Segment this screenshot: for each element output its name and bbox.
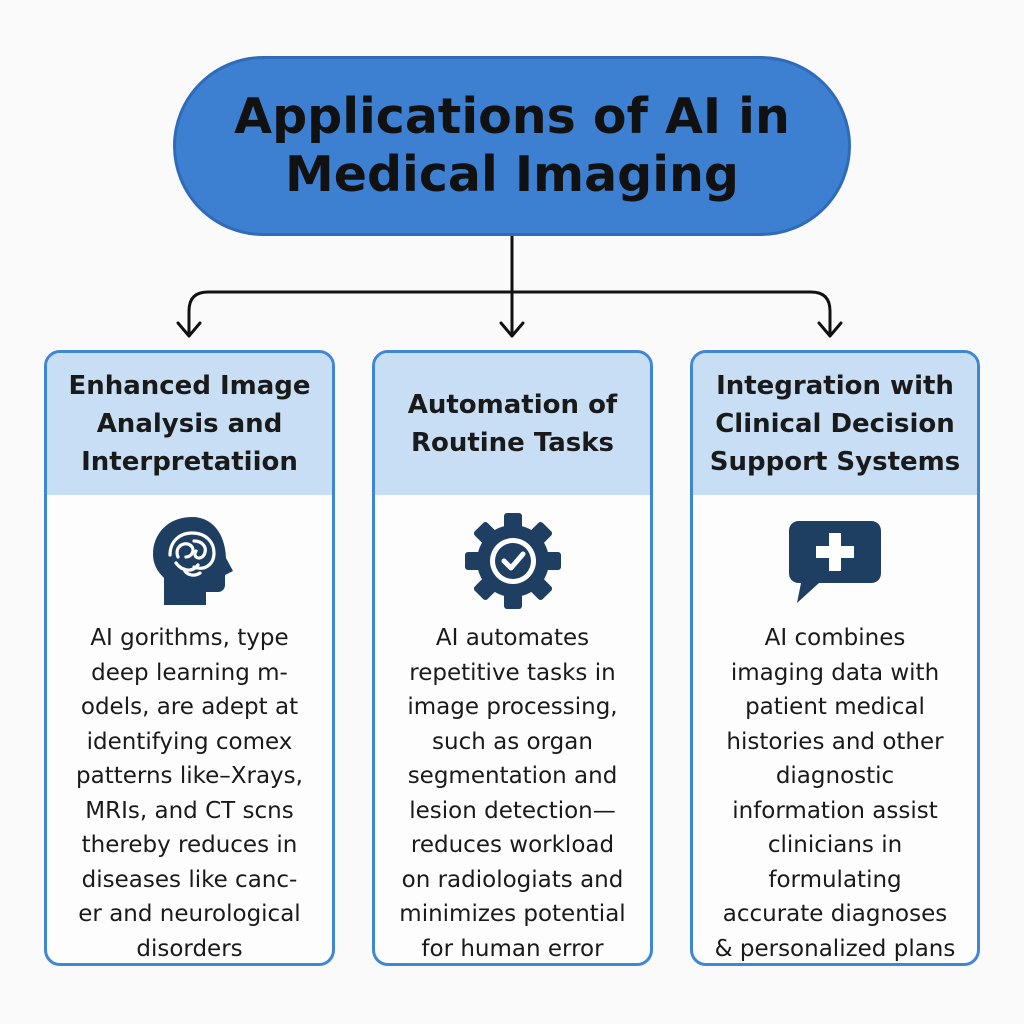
card-title: Automation of Routine Tasks: [407, 390, 618, 458]
card-description: AI combines imaging data with patient me…: [714, 625, 956, 962]
gear-check-icon: [464, 513, 561, 609]
title-banner: Applications of AI in Medical Imaging: [173, 56, 851, 236]
page-title: Applications of AI in Medical Imaging: [234, 88, 790, 203]
card-description: AI automates repetitive tasks in image p…: [399, 625, 626, 962]
card-header: Automation of Routine Tasks: [375, 353, 650, 495]
connector-right: [510, 290, 832, 336]
card-title: Integration with Clinical Decision Suppo…: [709, 371, 961, 477]
card-title: Enhanced Image Analysis and Interpretati…: [68, 371, 311, 477]
card-automation: Automation of Routine Tasks AI automates…: [372, 350, 653, 966]
arrowhead-left: [176, 321, 202, 338]
card-header: Enhanced Image Analysis and Interpretati…: [47, 353, 332, 495]
medical-chat-icon: [789, 521, 881, 603]
arrowhead-center: [499, 321, 525, 338]
card-header: Integration with Clinical Decision Suppo…: [693, 353, 977, 495]
card-description: AI gorithms, type deep learning m- odels…: [76, 625, 303, 962]
brain-head-icon: [152, 517, 233, 605]
connector-left: [187, 290, 514, 336]
arrowhead-right: [817, 321, 843, 338]
card-clinical-integration: Integration with Clinical Decision Suppo…: [690, 350, 980, 966]
card-image-analysis: Enhanced Image Analysis and Interpretati…: [44, 350, 335, 966]
